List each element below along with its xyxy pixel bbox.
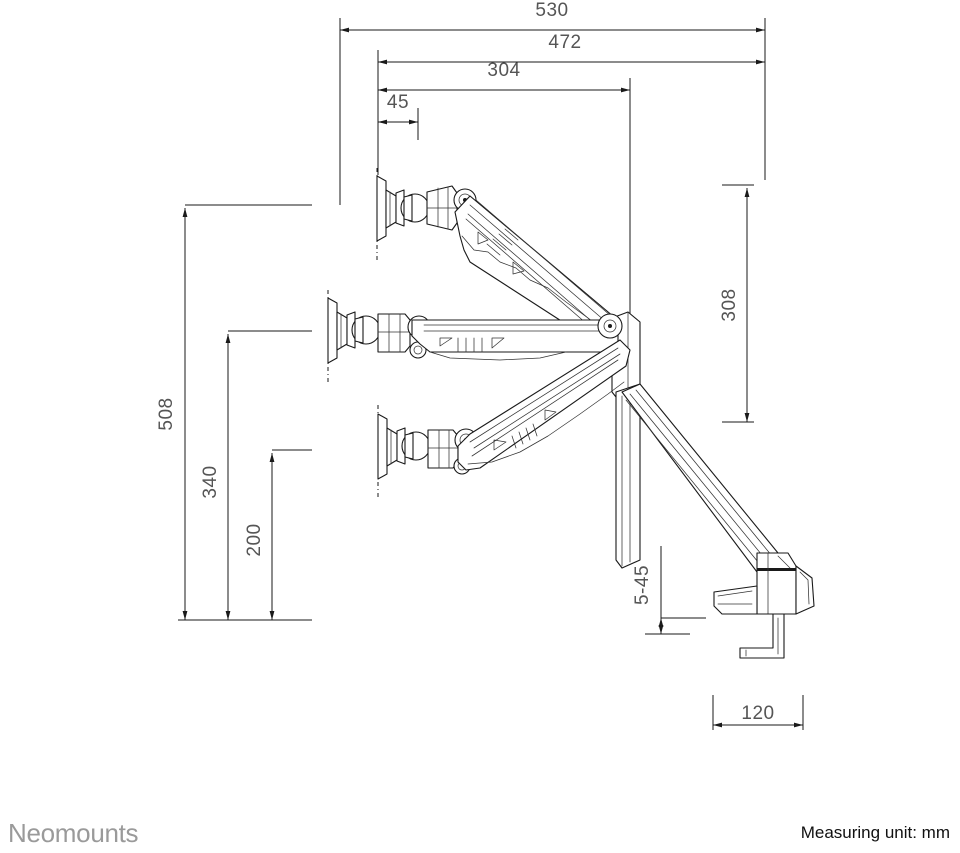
tilt-ball-joint-middle xyxy=(346,311,381,349)
product-assembly xyxy=(327,168,815,659)
tilt-ball-joint-bottom xyxy=(396,427,431,465)
dimension-200-label: 200 xyxy=(244,523,265,556)
vesa-plate-top xyxy=(376,175,397,242)
dimension-530-label: 530 xyxy=(535,0,568,21)
forearm-knuckle-middle xyxy=(377,313,411,353)
dimension-340-label: 340 xyxy=(200,465,221,498)
lower-arm-segment xyxy=(621,383,783,577)
forearm-knuckle-top xyxy=(426,185,458,231)
vesa-plate-middle xyxy=(327,297,348,364)
dimension-304-label: 304 xyxy=(487,60,520,81)
dimension-5-45-label: 5-45 xyxy=(632,565,653,605)
dimension-308-label: 308 xyxy=(719,288,740,321)
arm-middle-position xyxy=(327,290,623,384)
dimension-308: 308 xyxy=(719,184,754,423)
dimension-120-label: 120 xyxy=(741,703,774,724)
dimension-472-label: 472 xyxy=(548,32,581,53)
dimension-508: 508 xyxy=(156,204,312,621)
dimension-5-45: 5-45 xyxy=(632,546,706,635)
gas-spring-arm-bottom xyxy=(457,339,631,471)
arm-top-position xyxy=(376,168,621,347)
vesa-plate-bottom xyxy=(377,413,398,480)
arm-bottom-position xyxy=(377,339,631,500)
gas-spring-arm-middle xyxy=(411,319,619,361)
dimension-530: 530 xyxy=(339,0,766,205)
dimension-45-label: 45 xyxy=(387,92,409,113)
gas-spring-arm-top xyxy=(454,195,621,347)
dimension-45: 45 xyxy=(378,92,419,140)
forearm-knuckle-bottom xyxy=(427,429,459,469)
dimension-120: 120 xyxy=(712,695,804,730)
dimension-200: 200 xyxy=(244,449,312,620)
arm-pivot-column-middle xyxy=(597,313,623,339)
measuring-unit-note: Measuring unit: mm xyxy=(800,823,950,842)
tilt-ball-joint-top xyxy=(395,189,430,227)
dimension-340: 340 xyxy=(200,330,312,620)
brand-wordmark: Neomounts xyxy=(8,818,139,848)
dimension-508-label: 508 xyxy=(156,397,177,430)
dimension-304: 304 xyxy=(378,60,631,330)
dimension-472: 472 xyxy=(377,32,765,175)
desk-clamp xyxy=(713,552,815,659)
